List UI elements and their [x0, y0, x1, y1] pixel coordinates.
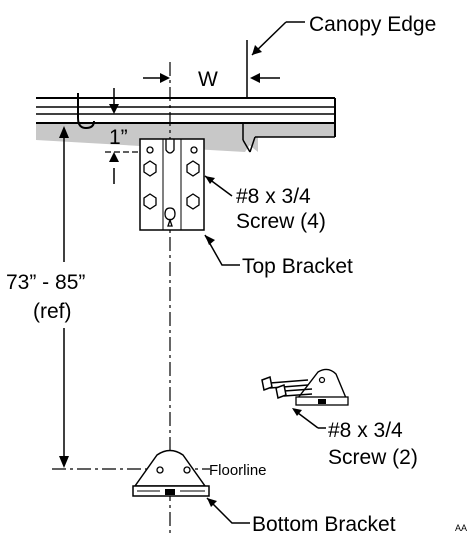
bottom-bracket-callout	[206, 497, 250, 524]
top-screw-callout	[204, 175, 233, 197]
top-bracket	[139, 138, 205, 231]
height-ref-label: (ref)	[33, 300, 72, 323]
height-dimension	[59, 126, 69, 468]
canopy-rail	[36, 93, 336, 153]
top-bracket-callout	[204, 234, 240, 266]
bottom-screw-line2: Screw (2)	[328, 446, 418, 469]
width-dimension	[143, 73, 280, 83]
bottom-bracket-label: Bottom Bracket	[252, 513, 396, 536]
figure-code: AA	[455, 523, 467, 533]
width-label: W	[198, 68, 218, 91]
canopy-edge-marker	[246, 21, 305, 98]
offset-label: 1”	[109, 126, 128, 149]
top-screw-line1: #8 x 3/4	[236, 185, 311, 208]
floorline-label: Floorline	[209, 462, 267, 479]
height-range-label: 73” - 85”	[6, 271, 85, 294]
bottom-screw-line1: #8 x 3/4	[328, 419, 403, 442]
bottom-screws-illustration	[261, 368, 349, 406]
bottom-bracket	[132, 449, 210, 497]
offset-dimension	[105, 88, 172, 184]
bottom-screw-callout	[292, 408, 326, 429]
top-bracket-label: Top Bracket	[242, 255, 353, 278]
top-screw-line2: Screw (4)	[236, 210, 326, 233]
canopy-edge-label: Canopy Edge	[309, 13, 436, 36]
